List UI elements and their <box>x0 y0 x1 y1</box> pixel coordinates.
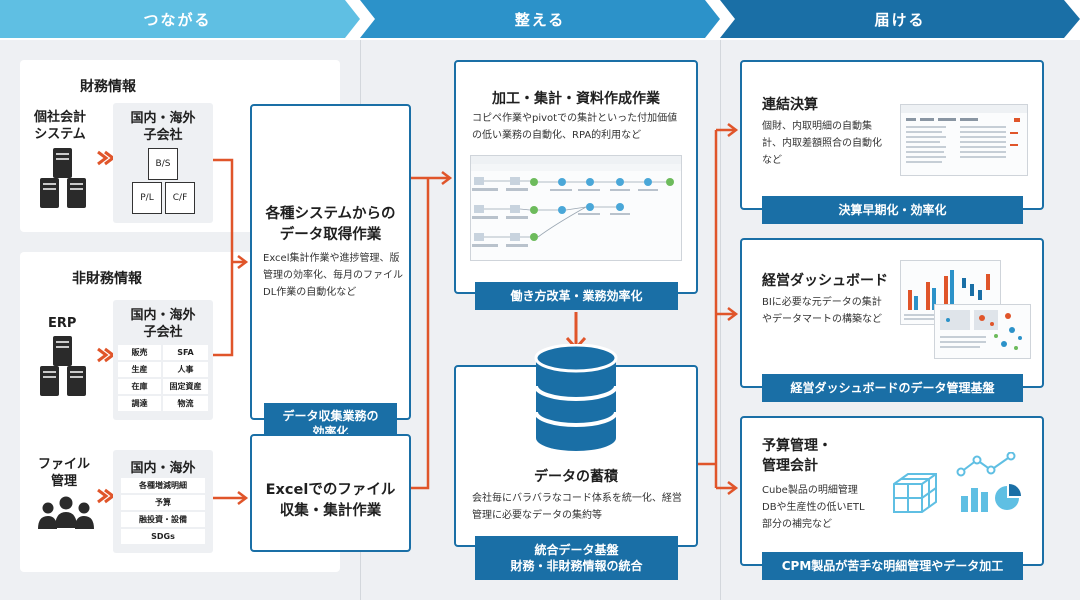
workflow-screenshot <box>470 155 682 261</box>
erp-cell: SFA <box>163 345 208 360</box>
dashboard-title: 経営ダッシュボード <box>762 273 888 289</box>
analytics-icon <box>956 452 1021 512</box>
header-connect: つながる <box>143 10 212 29</box>
nonfinancial-title: 非財務情報 <box>72 271 142 287</box>
subsidiary-box-title: 国内・海外 子会社 <box>130 111 196 143</box>
header-deliver: 届ける <box>874 10 926 29</box>
balance-sheet-doc: B/S <box>148 148 178 180</box>
header-organize: 整える <box>514 10 566 29</box>
server-icon <box>40 148 86 208</box>
cube-icon <box>893 473 937 513</box>
accounting-system-label: 個社会計 システム <box>33 110 86 142</box>
processing-title: 加工・集計・資料作成作業 <box>492 91 660 107</box>
server-icon <box>40 336 86 396</box>
file-cell: SDGs <box>121 529 205 544</box>
data-acquisition-desc: Excel集計作業や進捗管理、版管理の効率化、毎月のファイルDL作業の自動化など <box>263 253 403 298</box>
erp-cell: 生産 <box>118 362 161 377</box>
processing-desc: コピペ作業やpivotでの集計といった付加価値の低い業務の自動化、RPA的利用な… <box>472 113 678 141</box>
header-chevrons <box>0 0 1080 38</box>
cf-doc: C/F <box>165 182 195 214</box>
erp-cell: 販売 <box>118 345 161 360</box>
erp-subsidiary-title: 国内・海外 子会社 <box>130 308 196 340</box>
dashboard-base-tag: 経営ダッシュボードのデータ管理基盤 <box>762 374 1023 402</box>
erp-cell: 調達 <box>118 396 161 411</box>
erp-cell: 物流 <box>163 396 208 411</box>
erp-label: ERP <box>48 316 77 331</box>
erp-cell: 人事 <box>163 362 208 377</box>
erp-cell: 在庫 <box>118 379 161 394</box>
consolidation-title: 連結決算 <box>762 97 818 113</box>
work-style-tag: 働き方改革・業務効率化 <box>475 282 678 310</box>
consolidation-desc: 個財、内取明細の自動集計、内取差額照合の自動化など <box>762 121 882 166</box>
data-acquisition-card <box>250 104 411 420</box>
erp-cell: 固定資産 <box>163 379 208 394</box>
excel-collection-title: Excelでのファイル 収集・集計作業 <box>265 482 396 519</box>
early-closing-tag: 決算早期化・効率化 <box>762 196 1023 224</box>
cpm-tag: CPM製品が苦手な明細管理やデータ加工 <box>762 552 1023 580</box>
storage-title: データの蓄積 <box>534 469 618 485</box>
file-cell: 予算 <box>121 495 205 510</box>
file-management-label: ファイル 管理 <box>37 457 90 489</box>
file-source-title: 国内・海外 <box>130 461 196 476</box>
file-cell: 融投資・設備 <box>121 512 205 527</box>
budget-title: 予算管理・ 管理会計 <box>762 438 832 474</box>
integrated-data-tag: 統合データ基盤 財務・非財務情報の統合 <box>475 536 678 580</box>
budget-card <box>740 416 1044 566</box>
consolidation-screenshot <box>900 104 1028 176</box>
file-cell: 各種増減明細 <box>121 478 205 493</box>
pl-doc: P/L <box>132 182 162 214</box>
users-icon <box>38 496 94 529</box>
financial-title: 財務情報 <box>80 79 136 95</box>
dashboard-screenshot <box>900 260 1031 359</box>
excel-collection-card <box>250 434 411 552</box>
data-acquisition-title: 各種システムからの データ取得作業 <box>265 206 396 243</box>
column-divider <box>720 40 721 600</box>
storage-desc: 会社毎にバラバラなコード体系を統一化、経営管理に必要なデータの集約等 <box>472 493 682 521</box>
dashboard-desc: BIに必要な元データの集計やデータマートの構築など <box>762 297 882 325</box>
database-icon <box>534 344 618 451</box>
budget-desc: Cube製品の明細管理DBや生産性の低いETL部分の補完など <box>762 485 865 530</box>
